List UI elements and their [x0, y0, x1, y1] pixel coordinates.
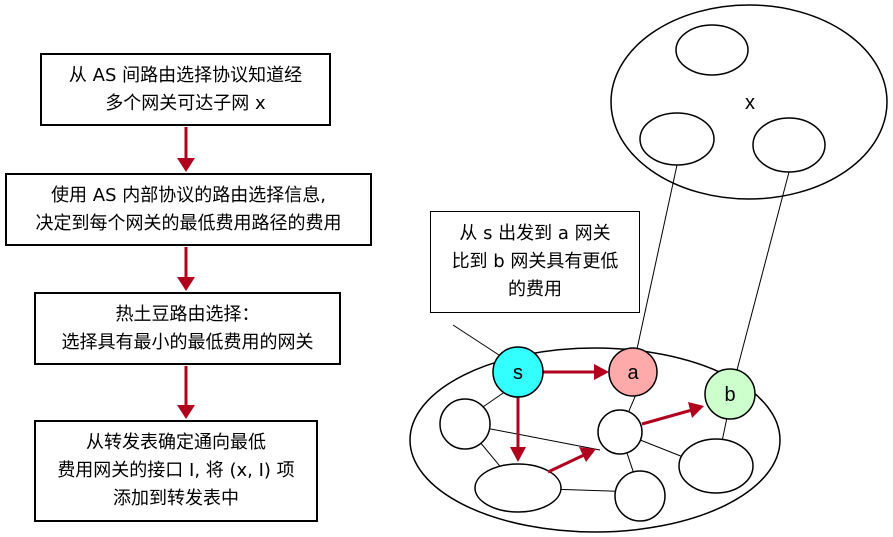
flow-arrow-1-head [177, 158, 195, 172]
callout-line-1: 从 s 出发到 a 网关 [459, 223, 611, 244]
least-cost-path [510, 364, 704, 474]
flow-step-3-line-2: 选择具有最小的最低费用的网关 [61, 331, 314, 353]
remote-router-top [675, 24, 749, 76]
inter-as-link-b [736, 171, 790, 371]
node-s [492, 346, 544, 398]
remote-router-left [639, 112, 715, 166]
router-center [597, 409, 643, 455]
node-a [608, 347, 658, 397]
flow-step-4-line-1: 从转发表确定通向最低 [86, 432, 266, 453]
flow-step-3: 热土豆路由选择： 选择具有最小的最低费用的网关 [34, 292, 341, 365]
callout-line-2: 比到 b 网关具有更低 [451, 251, 619, 272]
flow-step-3-line-1: 热土豆路由选择： [115, 303, 260, 325]
flow-step-2-line-1: 使用 AS 内部协议的路由选择信息, [51, 184, 326, 206]
router-bottom-center [614, 470, 666, 522]
node-b-label: b [724, 384, 735, 406]
flow-step-2-line-2: 决定到每个网关的最低费用路径的费用 [35, 212, 342, 234]
node-s-label: s [513, 362, 523, 384]
router-bottom-left [474, 463, 562, 513]
remote-as-label: x [745, 92, 755, 114]
flow-arrows [177, 127, 195, 419]
flow-step-2: 使用 AS 内部协议的路由选择信息, 决定到每个网关的最低费用路径的费用 [5, 173, 372, 246]
flow-step-1-line-1: 从 AS 间路由选择协议知道经 [68, 64, 303, 86]
node-b [704, 368, 756, 420]
flow-step-4-line-3: 添加到转发表中 [113, 488, 239, 509]
remote-router-right [752, 117, 826, 173]
router-left [439, 398, 491, 450]
flow-arrow-2-head [177, 277, 195, 291]
callout-box: 从 s 出发到 a 网关 比到 b 网关具有更低 的费用 [430, 211, 640, 313]
callout-pointer [452, 324, 503, 358]
callout-line-3: 的费用 [508, 279, 562, 300]
flow-step-4: 从转发表确定通向最低 费用网关的接口 I, 将 (x, I) 项 添加到转发表中 [34, 420, 318, 522]
router-right [678, 438, 754, 494]
flow-step-4-line-2: 费用网关的接口 I, 将 (x, I) 项 [57, 460, 295, 481]
flow-arrow-3-head [177, 405, 195, 419]
flow-step-1-line-2: 多个网关可达子网 x [105, 92, 266, 114]
node-a-label: a [627, 362, 639, 384]
flow-step-1: 从 AS 间路由选择协议知道经 多个网关可达子网 x [40, 53, 331, 126]
inter-as-link-a [636, 164, 678, 350]
